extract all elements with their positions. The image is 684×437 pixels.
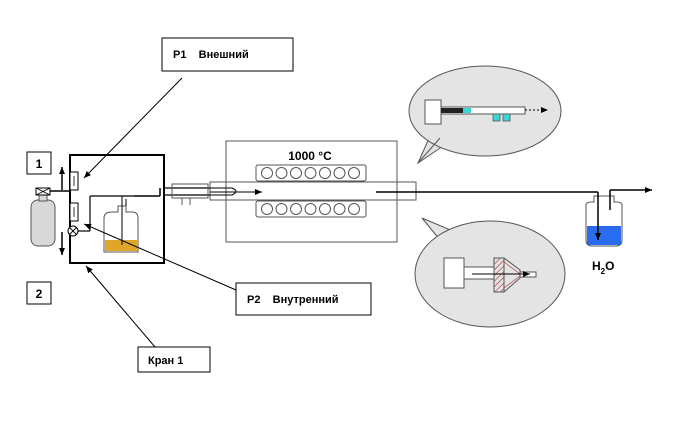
label-valve: Кран 1 [137, 346, 211, 373]
heater-element-icon [290, 167, 302, 179]
heater-element-icon [348, 203, 360, 215]
pointer-lines [83, 77, 237, 348]
heater-element-icon [261, 203, 273, 215]
pointer-p2 [83, 223, 237, 291]
label-box-2: 2 [26, 281, 52, 305]
heater-element-icon [333, 167, 346, 179]
label-box-1: 1 [26, 151, 52, 175]
label-p1: P1 Внешний [161, 37, 294, 72]
heater-element-icon [319, 167, 331, 179]
water-trap: H2O [585, 187, 652, 276]
label-p2-text: P2 Внутренний [247, 294, 339, 306]
heater-elements [261, 167, 360, 215]
inner-probe [164, 187, 237, 196]
bubbler-liquid [105, 240, 137, 251]
label-p1-text: P1 Внешний [173, 49, 249, 61]
heater-element-icon [304, 203, 317, 215]
water-level [587, 226, 621, 245]
probe-holder-icon [424, 99, 442, 125]
heater-element-icon [290, 203, 302, 215]
heater-element-icon [348, 167, 360, 179]
probe-black-segment [441, 108, 463, 113]
label-p2: P2 Внутренний [235, 282, 372, 316]
filter-holder-icon [443, 257, 465, 289]
label-2-text: 2 [36, 287, 43, 301]
quartz-tube [209, 181, 417, 201]
label-1-text: 1 [36, 157, 43, 171]
pointer-p1 [83, 77, 183, 179]
heater-element-icon [319, 203, 331, 215]
filter-disk-icon [493, 257, 505, 293]
gas-supply-system [30, 154, 210, 264]
water-label: H2O [592, 259, 614, 276]
heater-element-icon [275, 167, 288, 179]
heater-element-icon [261, 167, 273, 179]
heater-element-icon [275, 203, 288, 215]
callout-bubble-upper [408, 65, 562, 165]
heater-element-icon [333, 203, 346, 215]
gas-cylinder-icon [30, 199, 56, 247]
furnace: 1000 °C [164, 140, 598, 243]
furnace-temperature-label: 1000 °C [288, 149, 332, 163]
label-valve-text: Кран 1 [148, 355, 183, 367]
pointer-valve [85, 265, 156, 348]
tube-inlet-fitting [171, 183, 209, 199]
heater-element-icon [304, 167, 317, 179]
callout-bubble-lower [414, 217, 566, 328]
